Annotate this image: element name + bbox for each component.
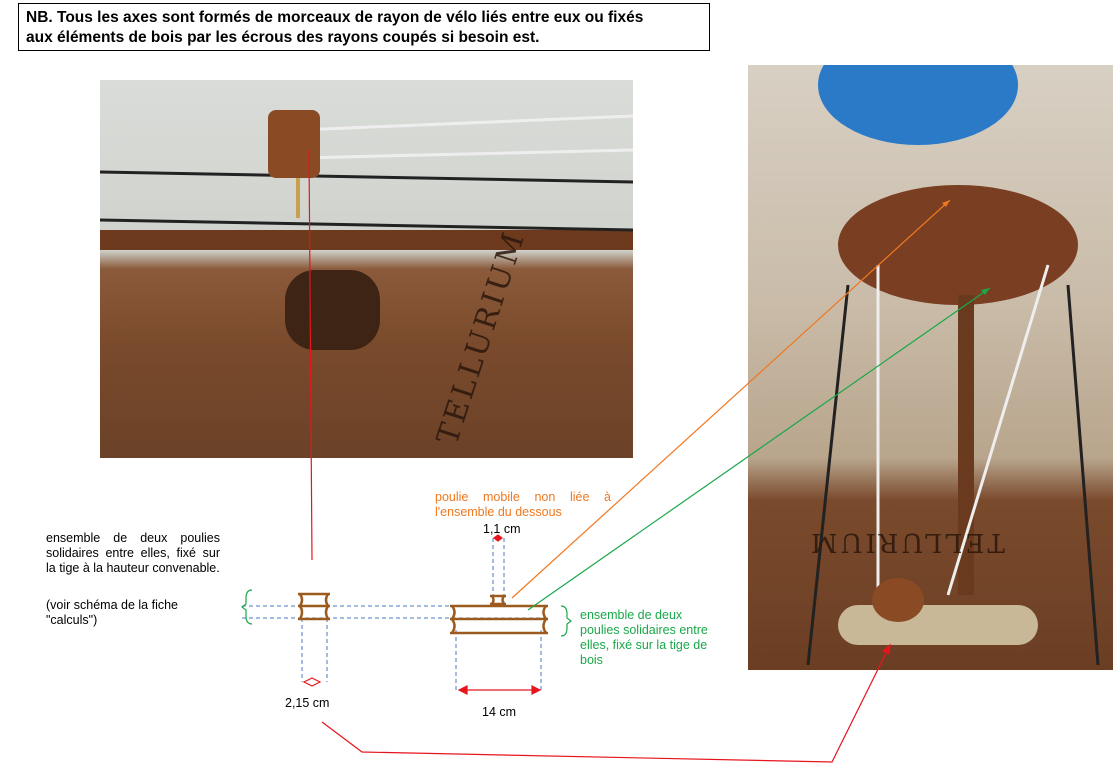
dim-large-pulley: 14 cm [482,705,517,719]
orange-pointer-line [511,199,951,599]
note-box: NB. Tous les axes sont formés de morceau… [18,3,710,51]
brace-icon [241,589,572,637]
photo-small-pulleys-drawing [100,110,633,350]
left-assembly-label: ensemble de deux poulies solidaires entr… [46,531,220,575]
dim-small-pulley: 2,15 cm [285,696,330,710]
green-pointer-line [527,287,991,611]
note-line-2: aux éléments de bois par les écrous des … [26,29,540,46]
guide-lines [242,538,545,692]
photo-globe-assembly-drawing [806,65,1100,666]
note-line-1: NB. Tous les axes sont formés de morceau… [26,9,644,26]
small-pulley-shape [298,592,330,621]
red-dimension-arrows [302,149,891,763]
large-pulley-shape [450,594,548,635]
right-assembly-label: ensemble de deux poulies solidaires entr… [580,608,708,667]
photo-globe-assembly: TELLURIUM [748,65,1113,670]
left-reference-label: (voir schéma de la fiche "calculs") [46,598,179,627]
photo-small-pulleys: TELLURIUM [100,80,633,458]
mobile-pulley-label: poulie mobile non liée à l'ensemble du d… [435,490,611,519]
dim-mobile-pulley: 1,1 cm [483,522,521,536]
